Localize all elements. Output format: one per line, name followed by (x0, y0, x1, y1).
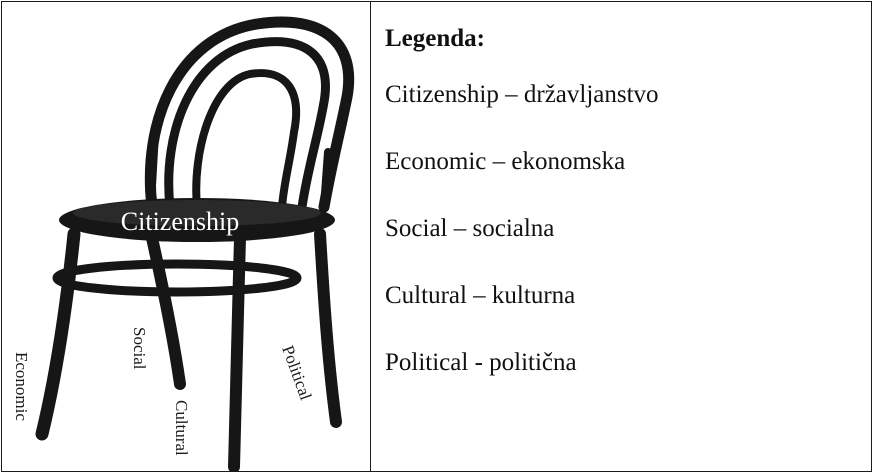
legend-item-social: Social – socialna (385, 215, 555, 242)
chair-back-right-post (320, 148, 332, 211)
chair-seat: Citizenship (59, 198, 335, 242)
seat-label: Citizenship (121, 207, 239, 236)
chair-legs (35, 227, 342, 471)
legend-cell: Legenda: Citizenship – državljanstvo Eco… (370, 2, 871, 471)
leg-label-political: Political (278, 343, 315, 403)
leg-label-economic: Economic (12, 352, 31, 421)
leg-economic (35, 227, 81, 441)
leg-cultural (228, 232, 246, 471)
legend-item-political: Political - politična (385, 349, 577, 376)
chair-back-inner-hoop (164, 37, 330, 212)
legend-item-cultural: Cultural – kulturna (385, 282, 576, 309)
legend-item-citizenship: Citizenship – državljanstvo (385, 81, 659, 108)
chair-back-outer-hoop (144, 16, 355, 213)
leg-label-social: Social (130, 327, 149, 370)
chair-back-rear-hoop (192, 69, 301, 211)
chair-back (144, 16, 355, 217)
chair-illustration-cell: Citizenship Economic Social Cultural Pol… (2, 2, 370, 471)
chair-illustration: Citizenship Economic Social Cultural Pol… (12, 16, 355, 471)
leg-social (146, 232, 186, 390)
leg-label-cultural: Cultural (172, 400, 191, 456)
chair-leg-ring (52, 259, 302, 297)
legend-title: Legenda: (385, 25, 485, 52)
leg-political (314, 228, 342, 428)
legend-item-economic: Economic – ekonomska (385, 148, 626, 175)
